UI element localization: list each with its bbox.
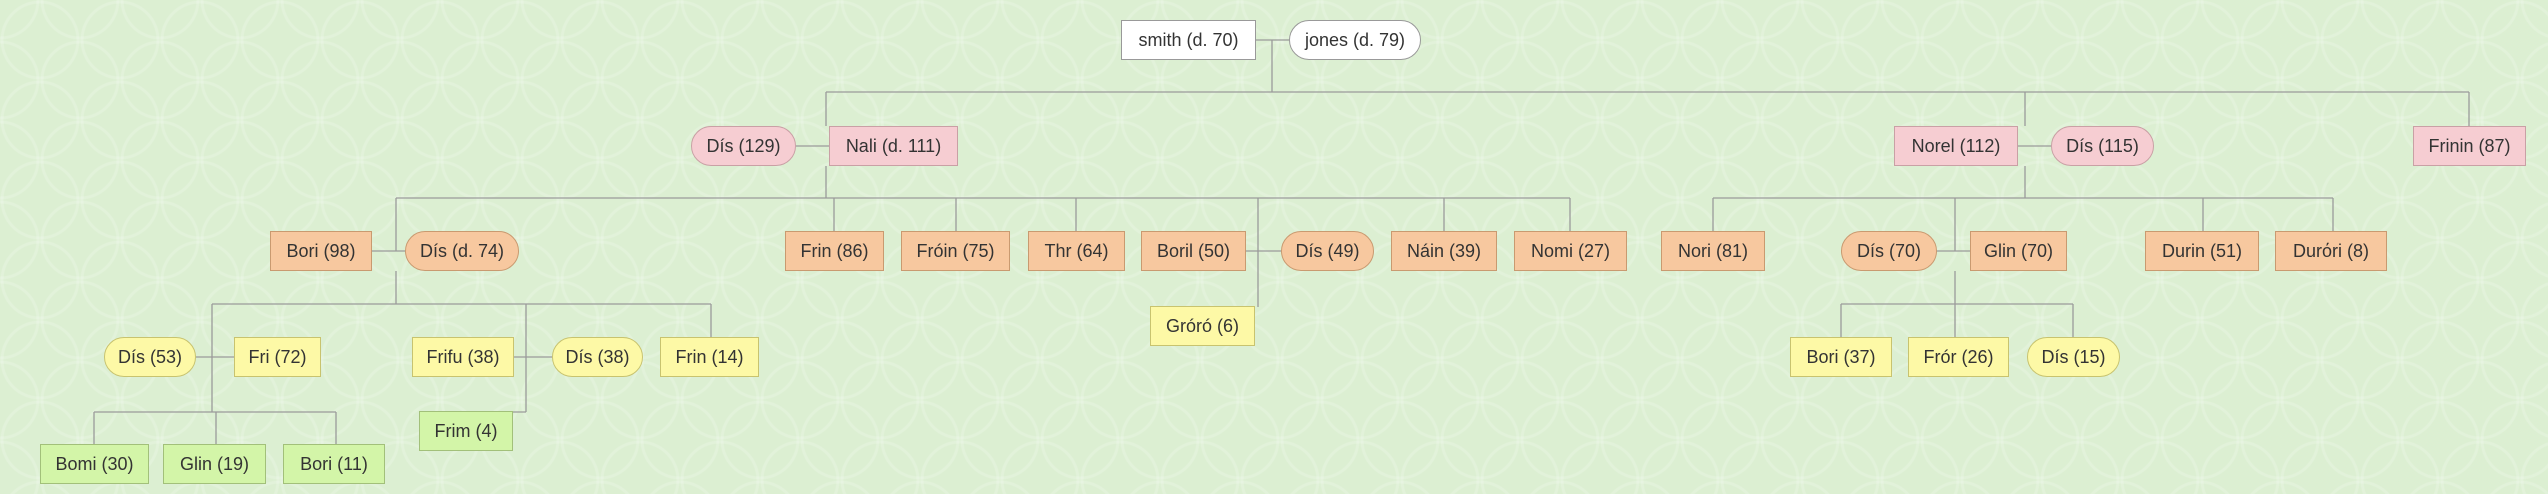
person-node[interactable]: Nori (81): [1661, 231, 1765, 271]
person-node[interactable]: smith (d. 70): [1121, 20, 1256, 60]
person-node[interactable]: Fri (72): [234, 337, 321, 377]
person-node[interactable]: Frim (4): [419, 411, 513, 451]
person-node[interactable]: Náin (39): [1391, 231, 1497, 271]
person-node[interactable]: jones (d. 79): [1289, 20, 1421, 60]
person-node[interactable]: Glin (70): [1970, 231, 2067, 271]
person-node[interactable]: Bomi (30): [40, 444, 149, 484]
person-node[interactable]: Thr (64): [1028, 231, 1125, 271]
person-node[interactable]: Durόri (8): [2275, 231, 2387, 271]
person-node[interactable]: Frin (14): [660, 337, 759, 377]
person-node[interactable]: Glin (19): [163, 444, 266, 484]
person-node[interactable]: Dís (d. 74): [405, 231, 519, 271]
person-node[interactable]: Durin (51): [2145, 231, 2259, 271]
person-node[interactable]: Frinin (87): [2413, 126, 2526, 166]
person-node[interactable]: Dís (115): [2051, 126, 2154, 166]
person-node[interactable]: Frór (26): [1908, 337, 2009, 377]
person-node[interactable]: Gróró (6): [1150, 306, 1255, 346]
person-node[interactable]: Boril (50): [1141, 231, 1246, 271]
person-node[interactable]: Nali (d. 111): [829, 126, 958, 166]
person-node[interactable]: Dís (129): [691, 126, 796, 166]
person-node[interactable]: Bori (11): [283, 444, 385, 484]
person-node[interactable]: Fróin (75): [901, 231, 1010, 271]
person-node[interactable]: Dís (70): [1841, 231, 1937, 271]
person-node[interactable]: Dís (38): [552, 337, 643, 377]
person-node[interactable]: Dís (49): [1281, 231, 1374, 271]
person-node[interactable]: Norel (112): [1894, 126, 2018, 166]
person-node[interactable]: Dís (53): [104, 337, 196, 377]
person-node[interactable]: Dís (15): [2027, 337, 2120, 377]
person-node[interactable]: Bori (98): [270, 231, 372, 271]
person-node[interactable]: Bori (37): [1790, 337, 1892, 377]
person-node[interactable]: Nomi (27): [1514, 231, 1627, 271]
person-node[interactable]: Frifu (38): [412, 337, 514, 377]
person-node[interactable]: Frin (86): [785, 231, 884, 271]
